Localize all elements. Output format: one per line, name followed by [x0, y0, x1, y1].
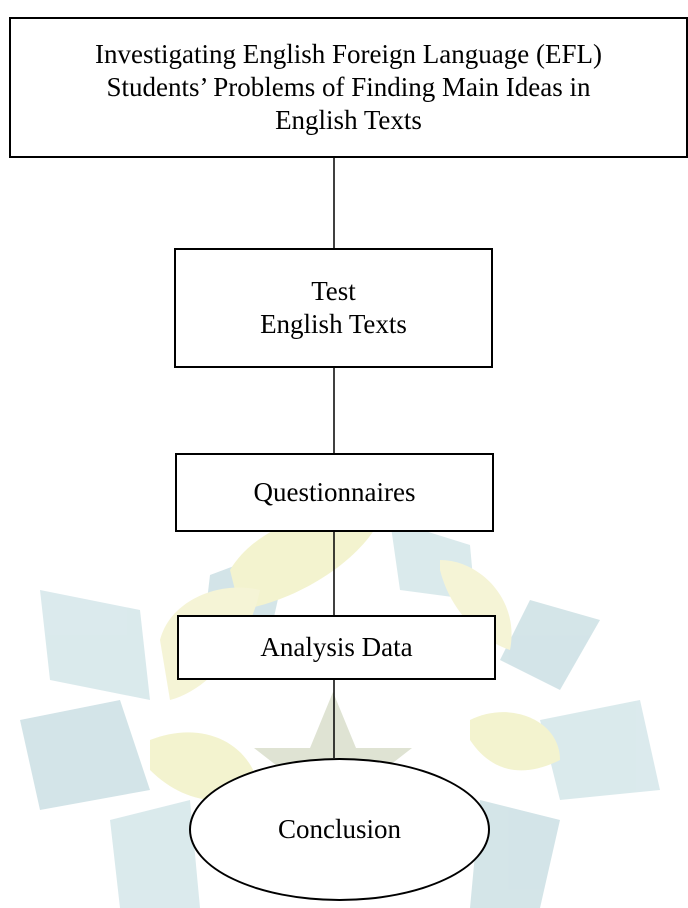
test-box-text: Test English Texts: [260, 276, 407, 339]
test-box: Test English Texts: [174, 248, 493, 368]
title-box-text: Investigating English Foreign Language (…: [95, 39, 602, 135]
analysis-data-box-text: Analysis Data: [260, 632, 413, 662]
questionnaires-box: Questionnaires: [175, 453, 494, 532]
questionnaires-box-text: Questionnaires: [253, 477, 416, 507]
title-box: Investigating English Foreign Language (…: [9, 17, 688, 158]
conclusion-ellipse: Conclusion: [189, 758, 490, 901]
analysis-data-box: Analysis Data: [177, 615, 496, 680]
conclusion-ellipse-text: Conclusion: [277, 814, 401, 844]
